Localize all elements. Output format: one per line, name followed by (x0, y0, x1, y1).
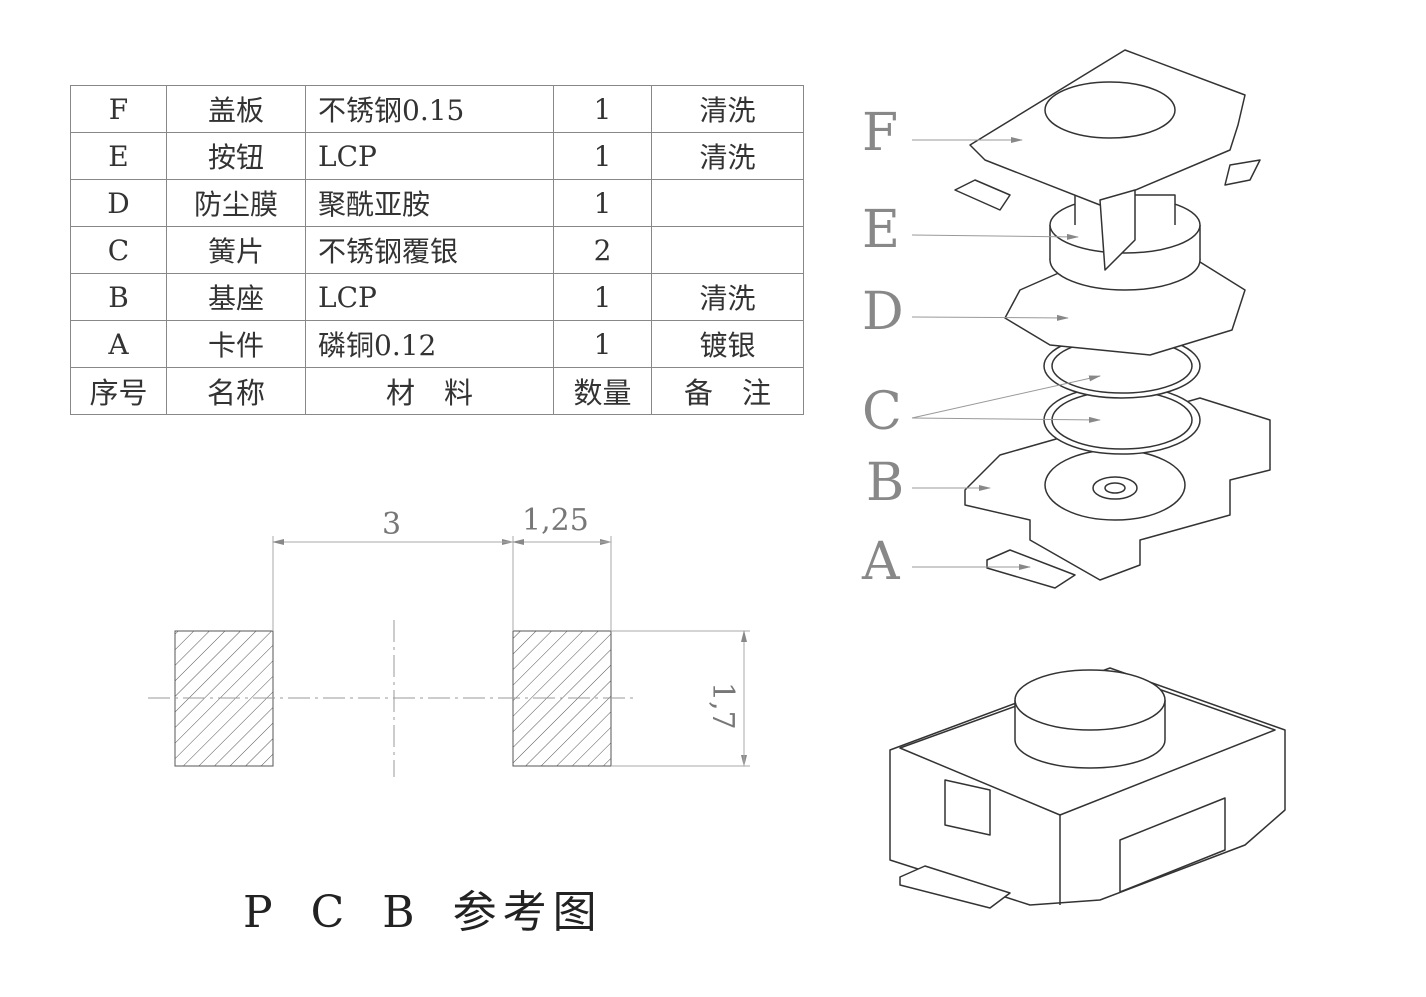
exploded-view (954, 49, 1271, 589)
pcb-title: P C B 参考图 (243, 887, 603, 938)
dimension-lines (272, 536, 750, 767)
dim-pad-height: 1,7 (705, 682, 740, 730)
bom-cell-name: 盖板 (166, 85, 306, 133)
bom-cell-qty: 1 (553, 179, 652, 227)
bom-cell-no: A (70, 320, 167, 368)
label-e: E (862, 200, 900, 260)
bom-cell-qty: 1 (553, 132, 652, 180)
label-d: D (862, 282, 904, 342)
bom-cell-note: 清洗 (651, 132, 804, 180)
pcb-footprint (148, 536, 750, 777)
label-b: B (866, 453, 905, 513)
label-f: F (862, 103, 899, 163)
bom-cell-note: 清洗 (651, 85, 804, 133)
bom-header-note: 备 注 (651, 367, 804, 415)
assembled-clip (899, 865, 1011, 909)
bom-cell-no: B (70, 273, 167, 321)
bom-header-name: 名称 (166, 367, 306, 415)
assembled-switch (889, 667, 1286, 909)
bom-header-no: 序号 (70, 367, 167, 415)
bom-cell-material: 聚酰亚胺 (305, 179, 554, 227)
leader-arrows (911, 137, 1101, 570)
dim-gap: 3 (382, 507, 402, 542)
bom-cell-material: LCP (305, 132, 554, 180)
bom-cell-material: LCP (305, 273, 554, 321)
bom-cell-no: D (70, 179, 167, 227)
bom-cell-name: 簧片 (166, 226, 306, 274)
label-a: A (862, 532, 900, 592)
bom-cell-no: C (70, 226, 167, 274)
bom-cell-note: 镀银 (651, 320, 804, 368)
bom-cell-qty: 1 (553, 85, 652, 133)
label-c: C (862, 382, 902, 442)
dim-pad-width: 1,25 (522, 503, 589, 538)
bom-cell-no: E (70, 132, 167, 180)
bom-header-row: 序号名称材 料数量备 注 (70, 367, 804, 415)
bom-cell-material: 不锈钢覆银 (305, 226, 554, 274)
part-d-membrane (1004, 261, 1246, 356)
bom-cell-note: 清洗 (651, 273, 804, 321)
bom-cell-no: F (70, 85, 167, 133)
bom-cell-name: 基座 (166, 273, 306, 321)
bom-cell-qty: 2 (553, 226, 652, 274)
